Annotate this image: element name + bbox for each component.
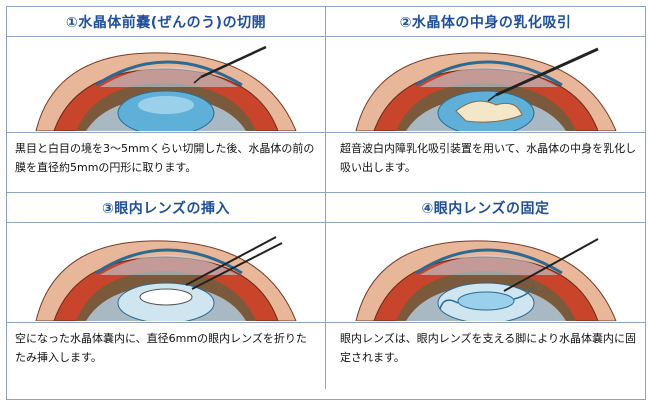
step-2-title: ②水晶体の中身の乳化吸引 <box>326 7 645 37</box>
cataract-surgery-steps-table: ①水晶体前嚢(ぜんのう)の切開 ②水晶体の中身の乳化吸引 <box>6 6 646 400</box>
eye-lens-insertion-image <box>35 235 297 321</box>
step-1-illustration <box>7 37 326 133</box>
step-4-illustration <box>326 223 645 323</box>
eye-incision-image <box>35 45 297 131</box>
step-3-title: ③眼内レンズの挿入 <box>7 193 326 223</box>
eye-lens-fixation-image <box>354 237 617 321</box>
step-2-illustration <box>326 37 645 133</box>
step-1-caption: 黒目と白目の境を3～5mmくらい切開した後、水晶体の前の膜を直径約5mmの円形に… <box>7 133 326 193</box>
step-1-title: ①水晶体前嚢(ぜんのう)の切開 <box>7 7 326 37</box>
eye-phaco-image <box>354 47 617 131</box>
step-2-caption: 超音波白内障乳化吸引装置を用いて、水晶体の中身を乳化し吸い出します。 <box>326 133 645 193</box>
step-4-caption: 眼内レンズは、眼内レンズを支える脚により水晶体嚢内に固定されます。 <box>326 323 645 389</box>
step-3-caption: 空になった水晶体嚢内に、直径6mmの眼内レンズを折りたたみ挿入します。 <box>7 323 326 389</box>
step-4-title: ④眼内レンズの固定 <box>326 193 645 223</box>
step-3-illustration <box>7 223 326 323</box>
